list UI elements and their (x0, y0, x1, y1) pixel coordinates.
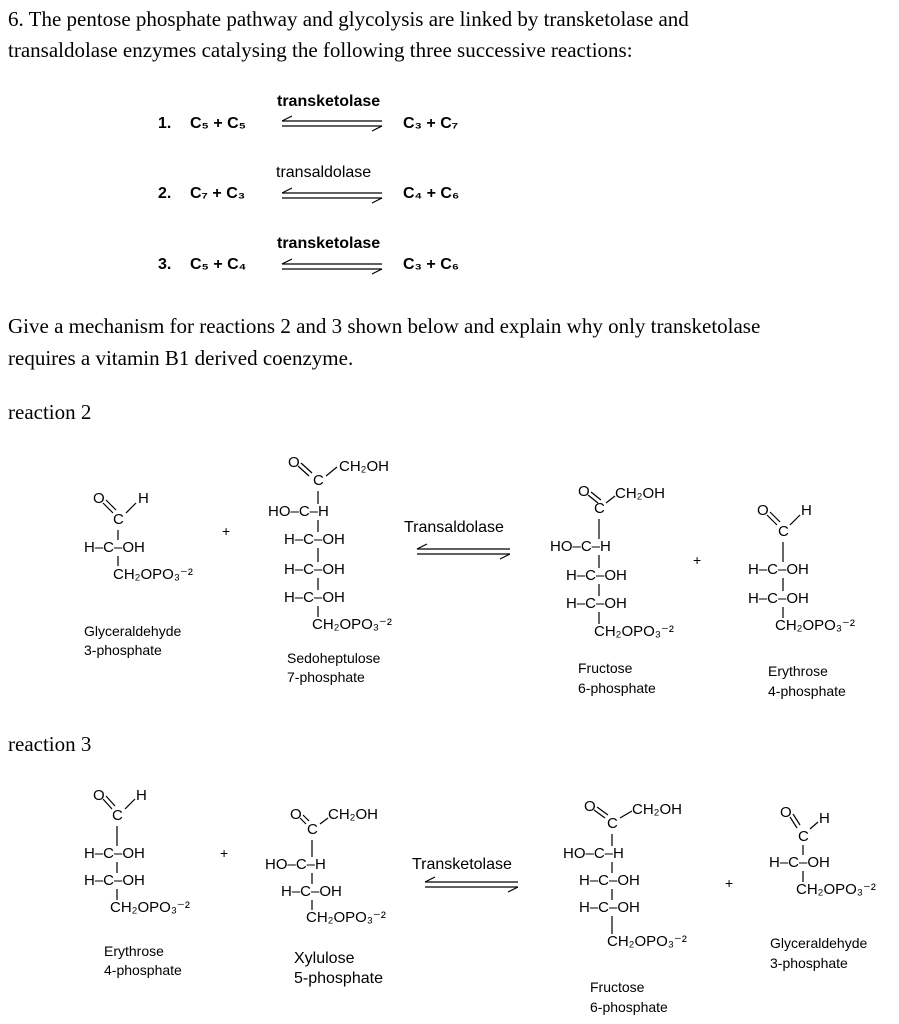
r2-m2-phosphate: CH₂OPO₃⁻² (312, 616, 392, 633)
equation-3-equilibrium-arrow (281, 258, 383, 275)
r3-m4-row-1: H–C–OH (769, 854, 830, 871)
r2-m4-caption-1: Erythrose (768, 663, 828, 679)
r3-plus-2: + (725, 875, 734, 891)
r3-m2-caption-1: Xylulose (294, 950, 355, 967)
r3-m4-caption-2: 3-phosphate (770, 955, 848, 971)
r3-m4-carbonyl-carbon: C (798, 828, 809, 845)
r3-m3-caption-1: Fructose (590, 979, 645, 995)
r3-m2-oxygen: O (290, 806, 302, 823)
r2-m3-phosphate: CH₂OPO₃⁻² (594, 623, 674, 640)
question-line-2: transaldolase enzymes catalysing the fol… (8, 38, 633, 62)
r2-m2-row-3: H–C–OH (284, 561, 345, 578)
r3-m3-phosphate: CH₂OPO₃⁻² (607, 933, 687, 950)
prompt-line-2: requires a vitamin B1 derived coenzyme. (8, 346, 354, 370)
r3-m1-caption-1: Erythrose (104, 943, 164, 959)
r2-m4-row-1: H–C–OH (748, 561, 809, 578)
r2-m1-carbonyl-carbon: C (113, 511, 124, 528)
r3-m4-hydrogen: H (819, 810, 830, 827)
r3-m3-row-3: H–C–OH (579, 899, 640, 916)
r2-m4-hydrogen: H (801, 502, 812, 519)
r2-plus-1: + (222, 523, 231, 539)
r3-m4-caption-1: Glyceraldehyde (770, 935, 868, 951)
r2-m1-caption-1: Glyceraldehyde (84, 623, 182, 639)
r2-m3-oxygen: O (578, 483, 590, 500)
r3-enzyme-label: Transketolase (412, 856, 512, 873)
reaction-2-equilibrium-arrow (416, 543, 511, 560)
r2-m1-caption-2: 3-phosphate (84, 642, 162, 658)
r3-m1-carbonyl-carbon: C (112, 807, 123, 824)
r2-m2-ch2oh: CH₂OH (339, 458, 389, 475)
equation-3-left: C₅ + C₄ (190, 256, 247, 273)
r3-m4-oxygen: O (780, 804, 792, 821)
r2-m2-row-2: H–C–OH (284, 531, 345, 548)
r3-m1-row-2: H–C–OH (84, 872, 145, 889)
reaction-3-equilibrium-arrow (424, 876, 519, 893)
r2-m3-carbonyl-carbon: C (594, 500, 605, 517)
equation-2-equilibrium-arrow (281, 187, 383, 204)
r3-m2-caption-2: 5-phosphate (294, 970, 383, 987)
r2-m2-caption-1: Sedoheptulose (287, 650, 381, 666)
equation-1-equilibrium-arrow (281, 115, 383, 132)
r3-m2-ch2oh: CH₂OH (328, 806, 378, 823)
equation-1-left: C₅ + C₅ (190, 115, 247, 132)
r2-m1-hydrogen: H (138, 490, 149, 507)
r3-m2-carbonyl-carbon: C (307, 821, 318, 838)
r3-m2-phosphate: CH₂OPO₃⁻² (306, 909, 386, 926)
r3-m2-row-2: H–C–OH (281, 883, 342, 900)
r2-m1-phosphate: CH₂OPO₃⁻² (113, 566, 193, 583)
reaction-3-label: reaction 3 (8, 732, 92, 756)
r2-m4-oxygen: O (757, 502, 769, 519)
r3-m3-ch2oh: CH₂OH (632, 801, 682, 818)
r2-m2-row-1: HO–C–H (268, 503, 329, 520)
r3-m1-hydrogen: H (136, 787, 147, 804)
r3-m1-phosphate: CH₂OPO₃⁻² (110, 899, 190, 916)
prompt-line-1: Give a mechanism for reactions 2 and 3 s… (8, 314, 761, 338)
equation-3-enzyme: transketolase (277, 235, 381, 252)
equation-2-enzyme: transaldolase (276, 164, 372, 181)
r2-m3-row-3: H–C–OH (566, 595, 627, 612)
r2-m4-phosphate: CH₂OPO₃⁻² (775, 617, 855, 634)
equation-3-right: C₃ + C₆ (403, 256, 460, 273)
r2-m3-row-2: H–C–OH (566, 567, 627, 584)
equation-1-number: 1. (158, 115, 172, 132)
r2-m3-caption-2: 6-phosphate (578, 680, 656, 696)
reaction-2-label: reaction 2 (8, 400, 92, 424)
r3-m1-caption-2: 4-phosphate (104, 962, 182, 978)
r2-m4-carbonyl-carbon: C (778, 523, 789, 540)
r2-m1-row-1: H–C–OH (84, 539, 145, 556)
r3-m3-row-2: H–C–OH (579, 872, 640, 889)
r3-m1-oxygen: O (93, 787, 105, 804)
r3-m3-carbonyl-carbon: C (607, 815, 618, 832)
r3-m3-caption-2: 6-phosphate (590, 999, 668, 1015)
equation-2-left: C₇ + C₃ (190, 185, 246, 202)
r2-m3-caption-1: Fructose (578, 660, 633, 676)
r2-m3-ch2oh: CH₂OH (615, 485, 665, 502)
r3-m3-oxygen: O (584, 798, 596, 815)
r2-m3-row-1: HO–C–H (550, 538, 611, 555)
r3-m2-row-1: HO–C–H (265, 856, 326, 873)
r2-m2-oxygen: O (288, 454, 300, 471)
equation-2-number: 2. (158, 185, 172, 202)
r2-m4-row-2: H–C–OH (748, 590, 809, 607)
r3-m4-phosphate: CH₂OPO₃⁻² (796, 881, 876, 898)
r2-m1-oxygen: O (93, 490, 105, 507)
equation-1-right: C₃ + C₇ (403, 115, 459, 132)
r2-m2-carbonyl-carbon: C (313, 472, 324, 489)
r2-plus-2: + (693, 552, 702, 568)
r2-m2-row-4: H–C–OH (284, 589, 345, 606)
equation-3-number: 3. (158, 256, 172, 273)
equation-2-right: C₄ + C₆ (403, 185, 460, 202)
question-line-1: 6. The pentose phosphate pathway and gly… (8, 7, 689, 31)
r2-enzyme-label: Transaldolase (404, 519, 504, 536)
r3-m3-row-1: HO–C–H (563, 845, 624, 862)
r2-m4-caption-2: 4-phosphate (768, 683, 846, 699)
equation-1-enzyme: transketolase (277, 93, 381, 110)
r2-m2-caption-2: 7-phosphate (287, 669, 365, 685)
r3-plus-1: + (220, 845, 229, 861)
r3-m1-row-1: H–C–OH (84, 845, 145, 862)
